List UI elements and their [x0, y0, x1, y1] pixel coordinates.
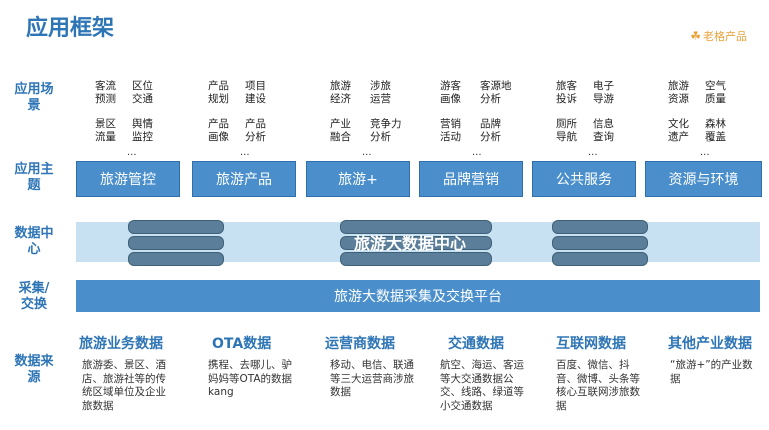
scene-item: 区位交通 — [132, 80, 153, 105]
more-dots: ... — [240, 147, 250, 158]
source-desc: 航空、海运、客运等大交通数据公交、线路、绿道等小交通数据 — [440, 359, 524, 412]
topic-box[interactable]: 旅游产品 — [192, 161, 296, 197]
scene-group-5: 旅客投诉电子导游 厕所导航信息查询 ... — [556, 80, 616, 158]
more-dots: ... — [588, 147, 598, 158]
source-title: 运营商数据 — [325, 336, 395, 352]
brand-logo: ☘ 老格产品 — [690, 28, 747, 44]
database-icon — [340, 218, 492, 266]
scene-item: 客流预测 — [95, 80, 116, 105]
scene-item: 舆情监控 — [132, 118, 153, 143]
source-desc: 移动、电信、联通等三大运营商涉旅数据 — [330, 359, 414, 398]
scene-group-6: 旅游资源空气质量 文化遗产森林覆盖 ... — [668, 80, 728, 158]
topic-box[interactable]: 品牌营销 — [419, 161, 523, 197]
scene-item: 产品画像 — [208, 118, 229, 143]
source-title: 互联网数据 — [556, 336, 626, 352]
source-desc: 百度、微信、抖音、微博、头条等核心互联网涉旅数据 — [556, 359, 640, 412]
scene-group-3: 旅游经济涉旅运营 产业融合竞争力分析 ... — [330, 80, 410, 158]
scene-item: 空气质量 — [705, 80, 726, 105]
scene-item: 旅客投诉 — [556, 80, 577, 105]
scene-item: 客源地分析 — [480, 80, 512, 105]
scene-item: 竞争力分析 — [370, 118, 402, 143]
scene-item: 景区流量 — [95, 118, 116, 143]
topic-box[interactable]: 旅游+ — [306, 161, 410, 197]
row-label-collect: 采集/交换 — [18, 281, 50, 312]
scene-item: 产业融合 — [330, 118, 351, 143]
scene-item: 信息查询 — [593, 118, 614, 143]
scene-item: 森林覆盖 — [705, 118, 726, 143]
scene-item: 游客画像 — [440, 80, 461, 105]
scene-item: 文化遗产 — [668, 118, 689, 143]
scene-group-1: 客流预测区位交通 景区流量舆情监控 ... — [95, 80, 155, 158]
page-title: 应用框架 — [26, 16, 115, 41]
source-title: OTA数据 — [212, 336, 272, 352]
source-desc: 携程、去哪儿、驴妈妈等OTA的数据kang — [208, 359, 293, 398]
row-label-sources: 数据来源 — [14, 354, 54, 385]
row-label-topics: 应用主题 — [14, 162, 54, 193]
topic-box[interactable]: 资源与环境 — [645, 161, 762, 197]
scene-item: 产品分析 — [245, 118, 266, 143]
row-label-datacenter: 数据中心 — [14, 226, 54, 257]
database-icon — [552, 218, 648, 266]
datacenter-label: 旅游大数据中心 — [353, 234, 466, 253]
scene-item: 品牌分析 — [480, 118, 501, 143]
scene-item: 厕所导航 — [556, 118, 577, 143]
scene-group-4: 游客画像客源地分析 营销活动品牌分析 ... — [440, 80, 520, 158]
circle-logo-icon: ☘ — [690, 29, 701, 43]
scene-item: 电子导游 — [593, 80, 614, 105]
scene-item: 涉旅运营 — [370, 80, 391, 105]
scene-item: 项目建设 — [245, 80, 266, 105]
source-title: 交通数据 — [448, 336, 504, 352]
scene-item: 产品规划 — [208, 80, 229, 105]
more-dots: ... — [127, 147, 137, 158]
collect-platform-bar[interactable]: 旅游大数据采集及交换平台 — [76, 280, 760, 312]
scene-item: 旅游资源 — [668, 80, 689, 105]
more-dots: ... — [700, 147, 710, 158]
source-desc: “旅游+”的产业数据 — [670, 359, 753, 385]
source-desc: 旅游委、景区、酒店、旅游社等的传统区域单位及企业旅数据 — [82, 359, 166, 412]
brand-text: 老格产品 — [703, 30, 747, 43]
scene-group-2: 产品规划项目建设 产品画像产品分析 ... — [208, 80, 268, 158]
source-title: 其他产业数据 — [668, 336, 752, 352]
topic-box[interactable]: 公共服务 — [532, 161, 636, 197]
scene-item: 营销活动 — [440, 118, 461, 143]
source-title: 旅游业务数据 — [79, 336, 163, 352]
more-dots: ... — [362, 147, 372, 158]
more-dots: ... — [472, 147, 482, 158]
topic-box[interactable]: 旅游管控 — [76, 161, 180, 197]
database-icon — [128, 218, 224, 266]
scene-item: 旅游经济 — [330, 80, 351, 105]
row-label-scenes: 应用场景 — [14, 82, 54, 113]
